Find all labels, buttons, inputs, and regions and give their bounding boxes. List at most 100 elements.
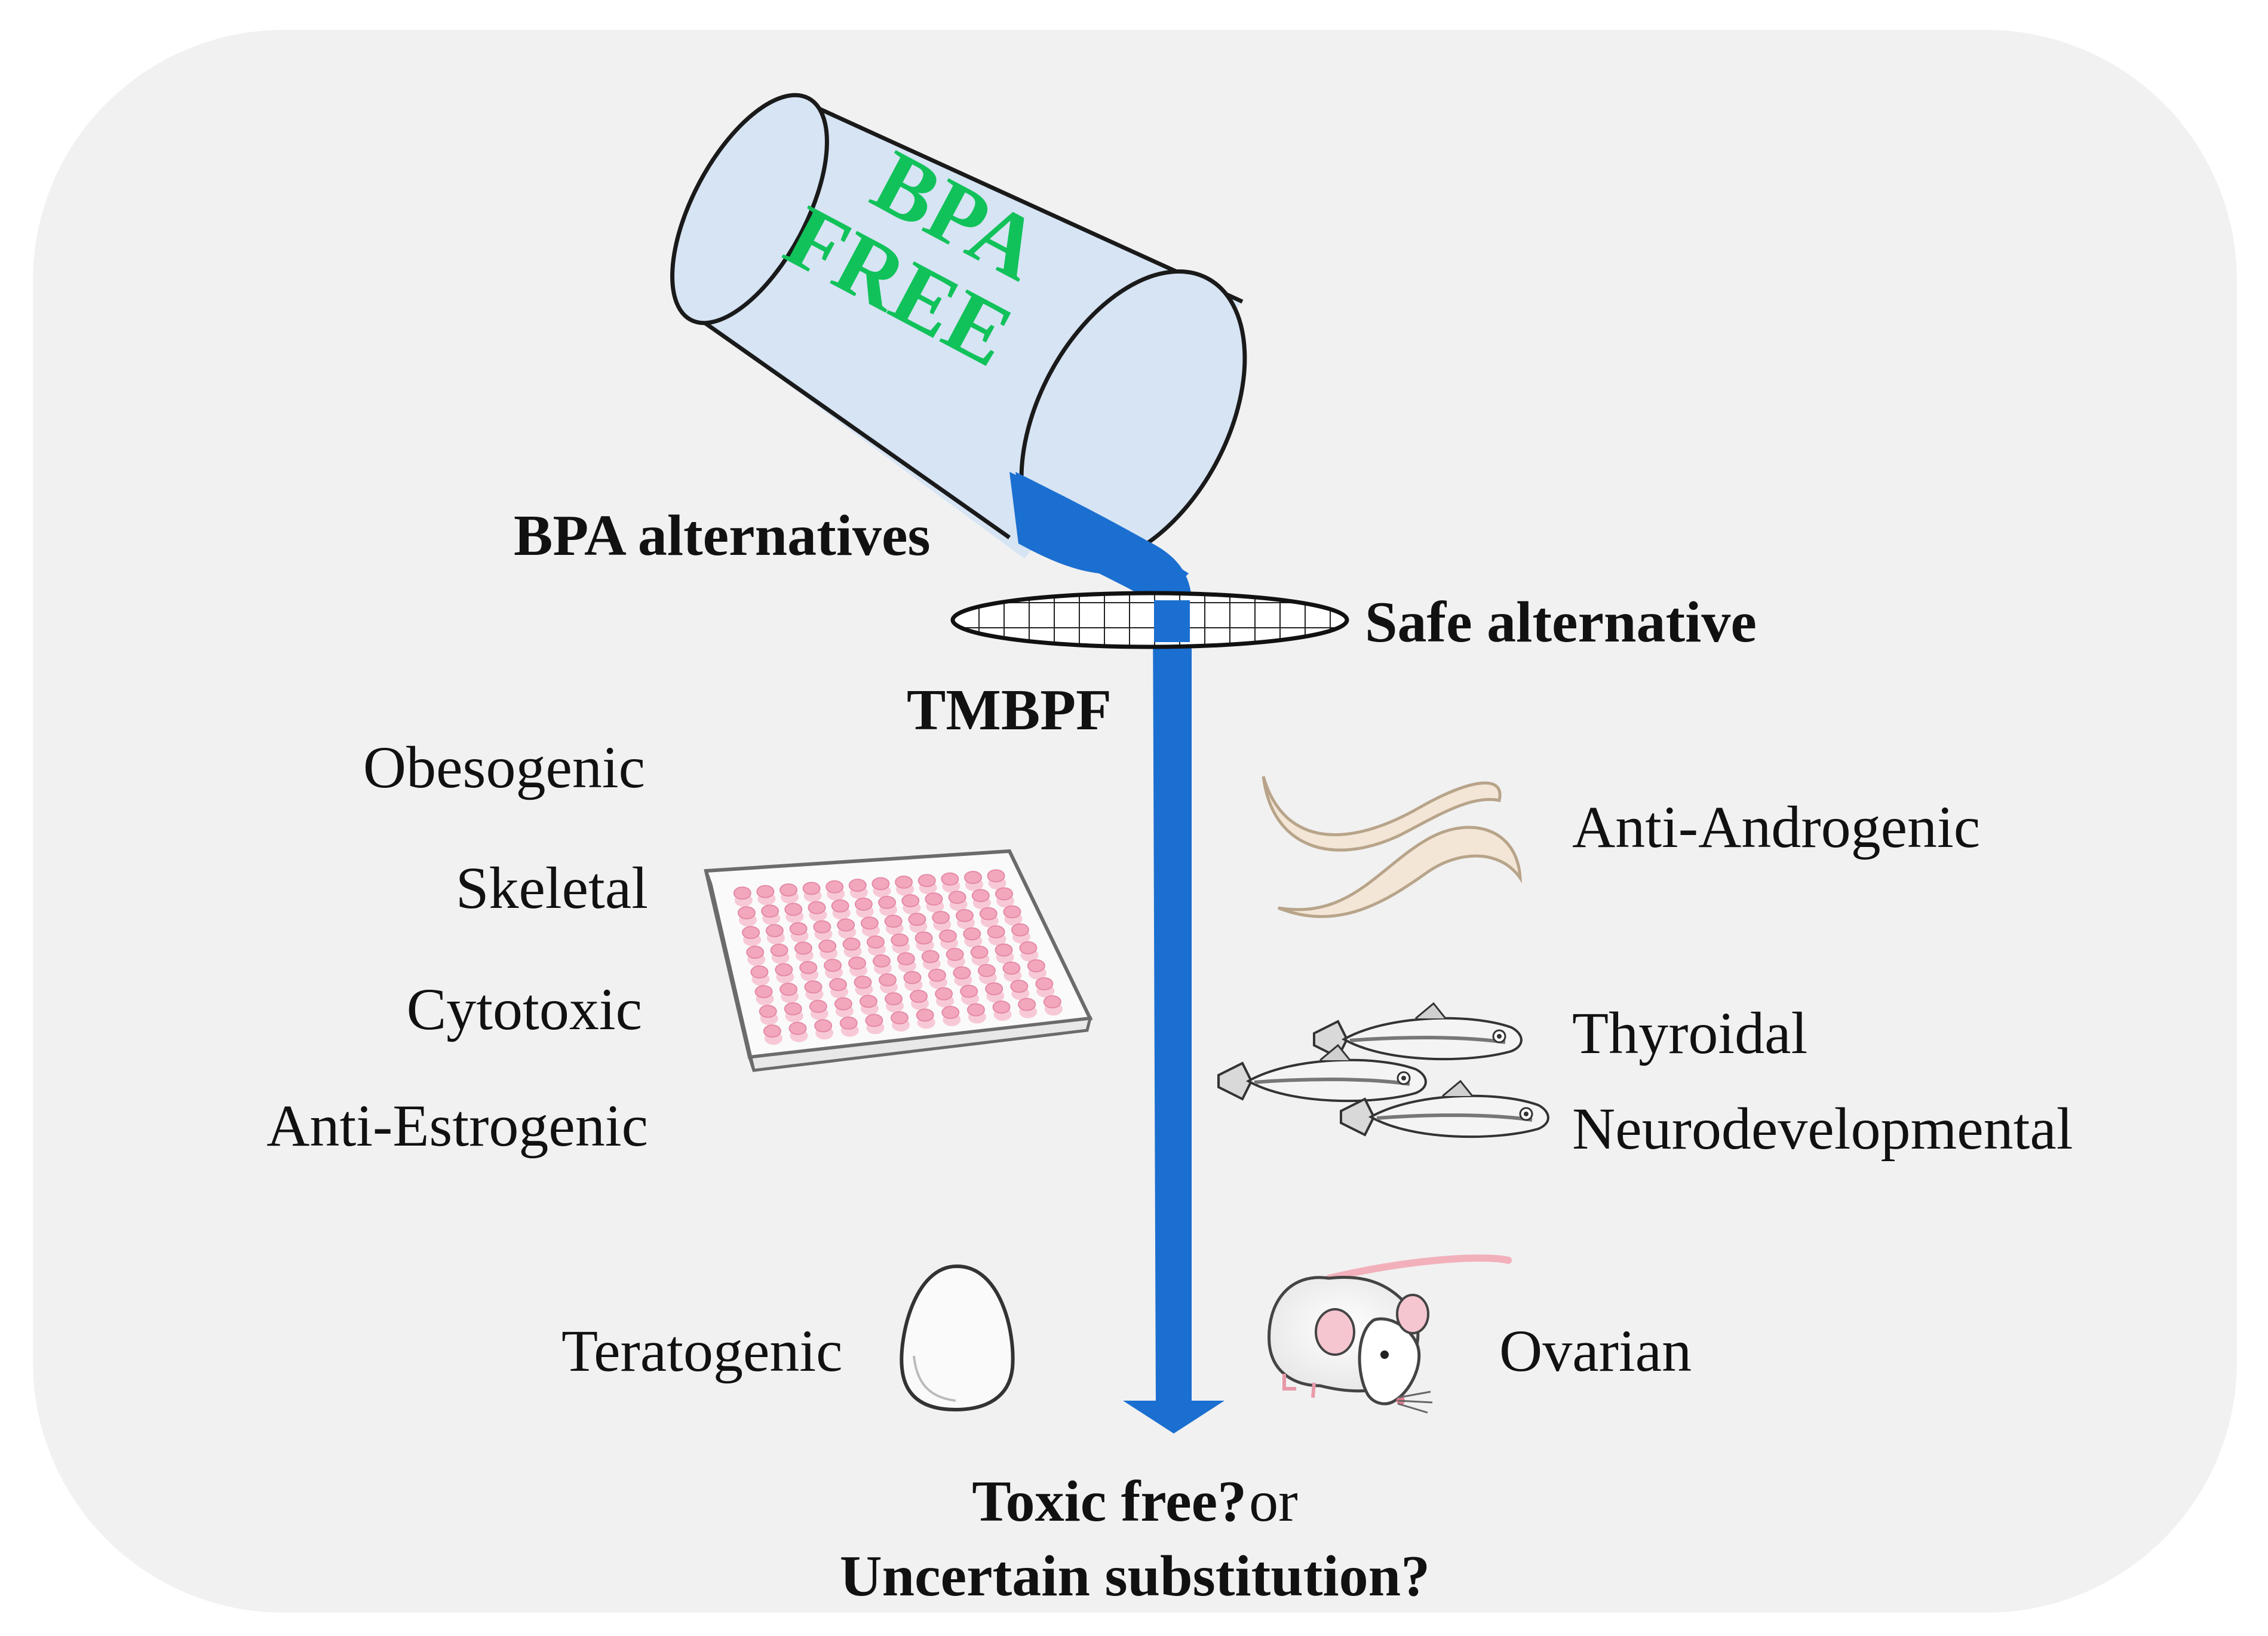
question-toxic-free: Toxic free? [972, 1469, 1247, 1534]
plate-well [971, 889, 990, 903]
arrow-down-icon [1123, 1401, 1224, 1434]
plate-well [842, 937, 861, 951]
label-teratogenic: Teratogenic [561, 1318, 843, 1384]
plate-well [916, 1008, 934, 1022]
plate-well [1011, 923, 1029, 937]
plate-well [1043, 995, 1061, 1009]
plate-well [987, 869, 1005, 883]
plate-well [750, 965, 769, 979]
egg-icon [900, 1264, 1015, 1412]
plate-well [754, 985, 773, 999]
plate-well [938, 929, 957, 943]
plate-well [784, 903, 803, 916]
plate-well [987, 925, 1005, 939]
plate-well [848, 956, 867, 970]
plate-well [779, 983, 798, 996]
plate-well [928, 968, 946, 982]
plate-well [848, 879, 867, 892]
label-anti-androgenic: Anti-Androgenic [1572, 794, 1981, 860]
well-plate-icon [704, 849, 1093, 1072]
plate-well [802, 882, 821, 895]
plate-well [834, 997, 852, 1011]
plate-well [903, 971, 922, 984]
plate-well [763, 1024, 781, 1038]
label-safe-alternative: Safe alternative [1365, 590, 1757, 655]
mouse-icon [1267, 1254, 1512, 1414]
plate-well [733, 886, 751, 900]
plate-well [891, 1011, 909, 1024]
plate-well [770, 943, 788, 957]
plate-well [859, 995, 877, 1008]
label-neurodevelopmental: Neurodevelopmental [1572, 1095, 2073, 1162]
plate-well [799, 960, 818, 974]
plate-well [809, 999, 827, 1013]
plate-well [759, 1005, 777, 1018]
label-anti-estrogenic: Anti-Estrogenic [266, 1092, 648, 1159]
plate-well [948, 891, 966, 904]
plate-well [910, 990, 928, 1003]
plate-well [794, 941, 812, 955]
plate-well [1010, 980, 1029, 993]
plate-well [901, 894, 920, 908]
plate-well [941, 1006, 960, 1020]
plate-well [1035, 977, 1054, 991]
plate-well [865, 1014, 883, 1027]
plate-well [878, 895, 897, 909]
nematode-icon [1262, 776, 1523, 918]
plate-well [885, 992, 903, 1006]
label-tmbpf: TMBPF [907, 678, 1112, 742]
plate-well [737, 906, 756, 920]
plate-well [963, 870, 982, 884]
label-cytotoxic: Cytotoxic [406, 976, 642, 1042]
plate-well [814, 1019, 833, 1033]
plate-well [884, 914, 903, 928]
plate-well [871, 877, 890, 891]
pour-stream [1015, 472, 1192, 1404]
question-uncertain: Uncertain substitution? [839, 1544, 1431, 1609]
plate-well [746, 946, 765, 959]
plate-well [992, 1000, 1011, 1014]
question-line-1: Toxic free? or [597, 1472, 1672, 1531]
plate-well [854, 975, 872, 989]
label-skeletal: Skeletal [455, 855, 648, 921]
plate-well [825, 880, 844, 894]
plate-well [977, 963, 996, 977]
plate-well [995, 887, 1014, 901]
plate-well [897, 952, 915, 966]
plate-well [908, 913, 926, 926]
zebrafish-icon [1217, 1002, 1549, 1138]
plate-well [854, 897, 873, 911]
plate-well [742, 926, 760, 940]
plate-well [775, 963, 793, 977]
background-panel [33, 30, 2237, 1613]
plate-well [789, 922, 808, 935]
plate-well [808, 901, 826, 914]
plate-well [860, 916, 879, 930]
plate-well [872, 954, 891, 968]
plate-well [925, 892, 943, 906]
plate-well [891, 933, 909, 947]
plate-well [1027, 959, 1045, 972]
plate-well [1018, 997, 1036, 1011]
plate-well [1003, 905, 1021, 919]
plate-well [914, 931, 933, 945]
plate-well [955, 908, 974, 922]
plate-well [756, 885, 775, 898]
plate-well [839, 1016, 858, 1030]
plate-well [970, 946, 989, 959]
plate-well [917, 874, 936, 888]
plate-well [963, 927, 981, 941]
plate-well [895, 875, 913, 889]
plate-well [878, 973, 897, 987]
plate-well [824, 959, 842, 972]
plate-well [953, 966, 971, 980]
plate-well [804, 980, 823, 994]
plate-well [829, 978, 848, 992]
plate-well [818, 939, 837, 953]
plate-well [966, 1003, 985, 1017]
plate-well [979, 907, 998, 920]
plate-well [837, 918, 855, 932]
plate-well [765, 924, 784, 938]
plate-well [1019, 941, 1038, 954]
